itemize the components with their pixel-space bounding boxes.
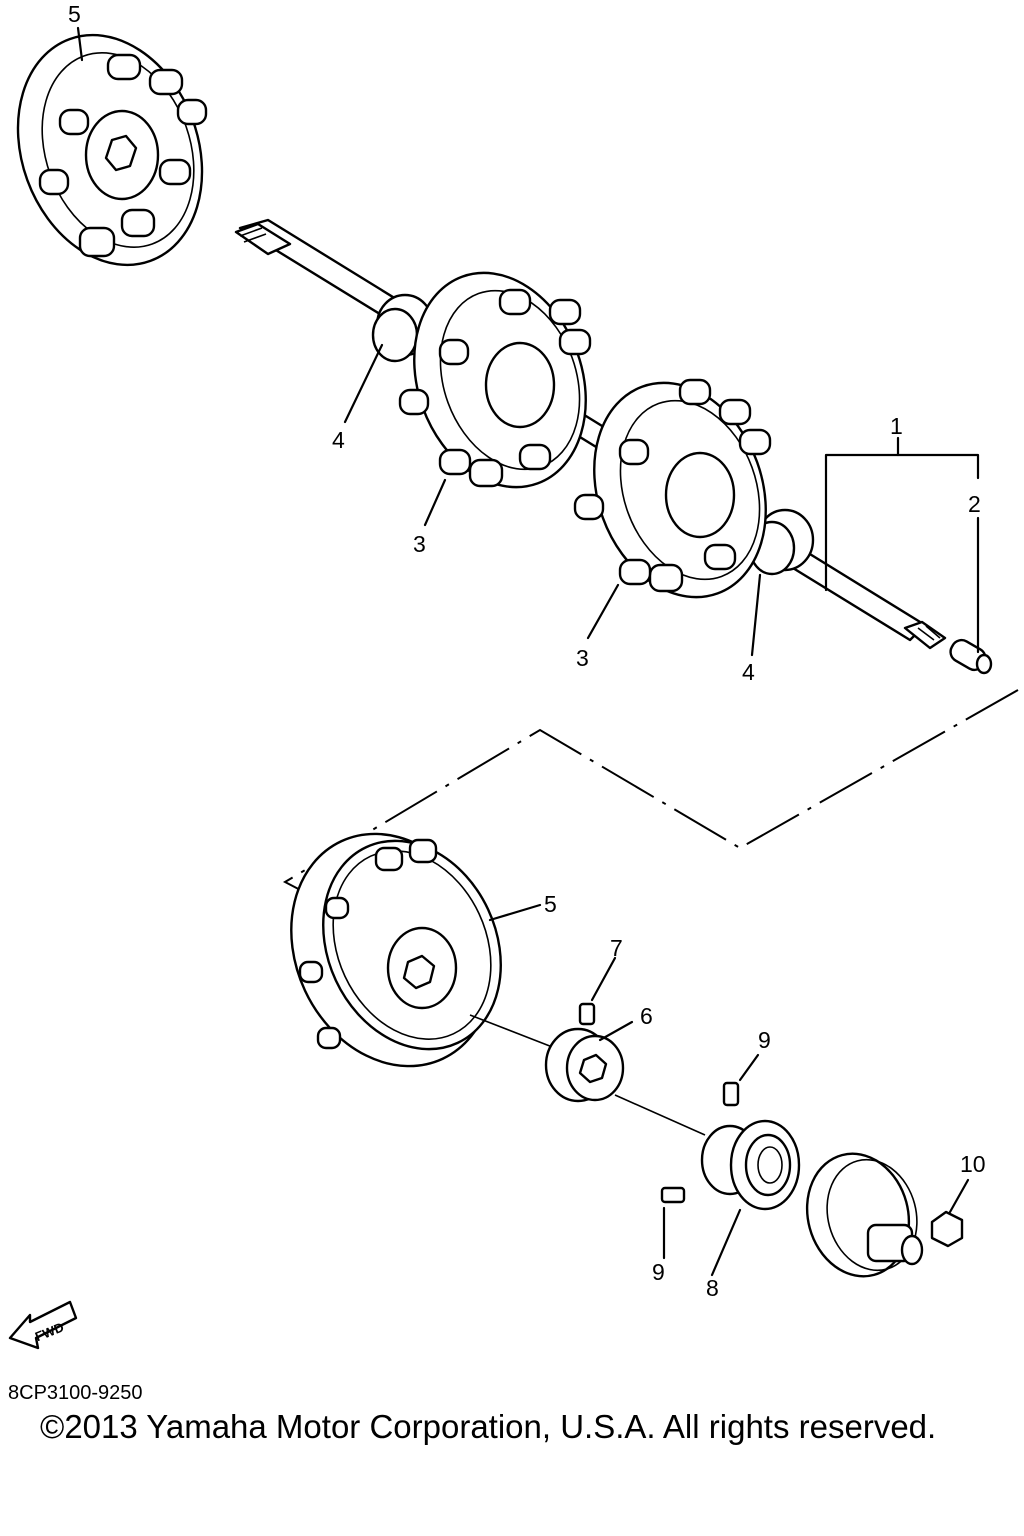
callout-4-right: 4 bbox=[742, 659, 755, 685]
sprocket-middle-right bbox=[573, 378, 772, 599]
sprocket-bottom bbox=[290, 832, 502, 1068]
diagram-code: 8CP3100-9250 bbox=[8, 1382, 143, 1404]
callout-3-right: 3 bbox=[576, 645, 589, 671]
callout-1: 1 bbox=[890, 413, 903, 439]
bushing-right bbox=[748, 508, 815, 576]
callout-9-upper: 9 bbox=[758, 1027, 771, 1053]
callout-4-left: 4 bbox=[332, 427, 345, 453]
set-screw-9-upper bbox=[722, 1081, 740, 1107]
callout-5-top: 5 bbox=[68, 1, 81, 27]
set-screw-7 bbox=[578, 1002, 596, 1026]
fwd-arrow-icon: FWD bbox=[8, 1300, 78, 1350]
flange-hub bbox=[805, 1152, 924, 1278]
copyright-notice: ©2013 Yamaha Motor Corporation, U.S.A. A… bbox=[40, 1408, 937, 1445]
bearing bbox=[700, 1119, 801, 1211]
callout-2: 2 bbox=[968, 491, 981, 517]
nut-10 bbox=[930, 1210, 964, 1248]
callout-3-left: 3 bbox=[413, 531, 426, 557]
bracket-1 bbox=[824, 453, 980, 592]
callout-7: 7 bbox=[610, 935, 623, 961]
set-screw-9-lower bbox=[660, 1186, 686, 1204]
callout-9-lower: 9 bbox=[652, 1259, 665, 1285]
sprocket-top-left bbox=[16, 33, 208, 267]
collar bbox=[544, 1027, 625, 1103]
callout-8: 8 bbox=[706, 1275, 719, 1301]
callout-6: 6 bbox=[640, 1003, 653, 1029]
callout-5-bottom: 5 bbox=[544, 891, 557, 917]
shaft-end-nut bbox=[949, 638, 993, 675]
sprocket-middle-left bbox=[398, 271, 592, 489]
callout-10: 10 bbox=[960, 1151, 986, 1177]
